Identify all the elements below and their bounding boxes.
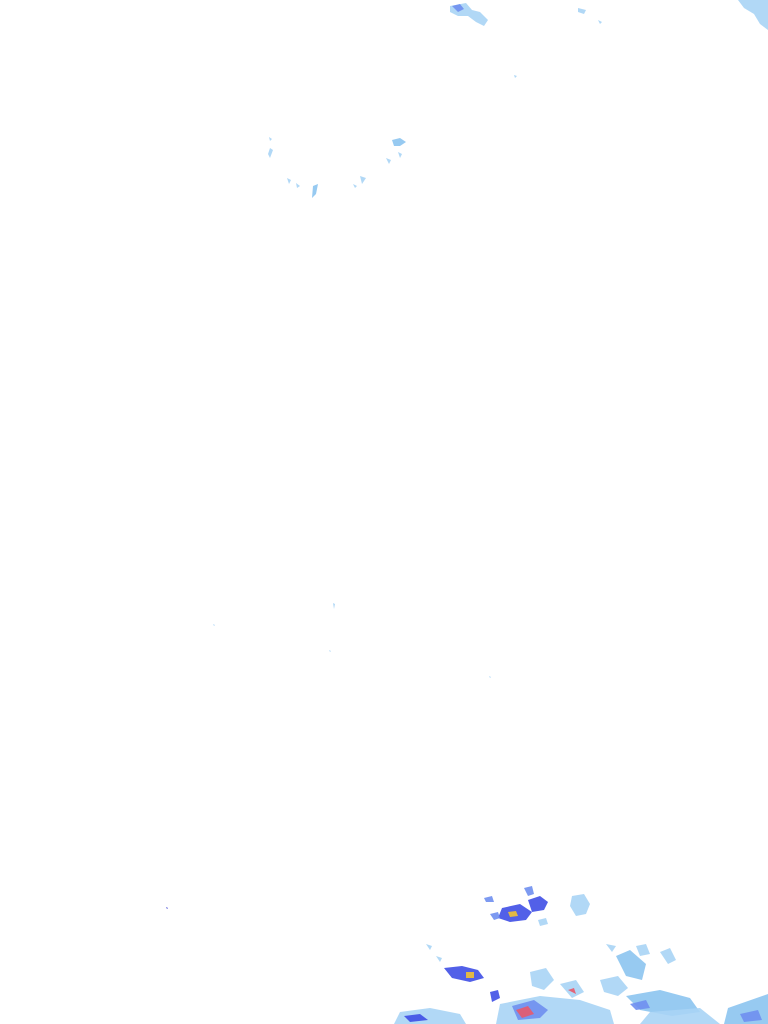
echo [404,1014,428,1022]
echo [660,948,676,964]
echo [740,1010,762,1022]
echo [616,950,646,980]
echo [398,152,402,158]
echo [524,886,534,896]
echo [360,176,366,184]
echo [516,1006,534,1018]
echo [484,896,494,902]
echo [166,907,168,909]
echo [568,988,576,994]
echo [489,676,491,678]
echo-arc [268,137,406,198]
echo [640,1008,720,1024]
echo [426,944,432,950]
echo [490,990,500,1002]
echo [466,972,474,978]
echo [269,137,272,141]
echo [392,138,406,146]
echo [452,4,464,12]
echo [353,184,357,188]
echo [570,894,590,916]
echo [538,918,548,926]
echo [528,896,548,912]
echo [606,944,616,952]
echo [287,178,291,184]
echo [490,912,500,920]
echo-band-bottom [394,944,768,1024]
echo [296,183,300,188]
echo [598,20,602,24]
echo [386,158,391,164]
echo [514,75,517,78]
echo [636,944,650,956]
echo [333,603,335,609]
echo [436,956,442,962]
echo [630,1000,650,1010]
echo [578,8,586,14]
echo [496,996,614,1024]
echo [530,968,554,990]
echo-cluster-bottom-storm-b [426,944,500,1002]
echo [444,966,484,982]
echo-cluster-top-center [450,3,602,26]
echo [508,911,518,917]
echo [312,184,318,198]
echo [738,0,768,30]
echo [600,976,628,996]
echo-cluster-bottom-storm-a [484,886,590,926]
echo [213,624,215,626]
echo [268,148,273,158]
echo-cluster-top-right [738,0,768,30]
echo-specks-middle [166,75,517,909]
echo [329,650,331,652]
